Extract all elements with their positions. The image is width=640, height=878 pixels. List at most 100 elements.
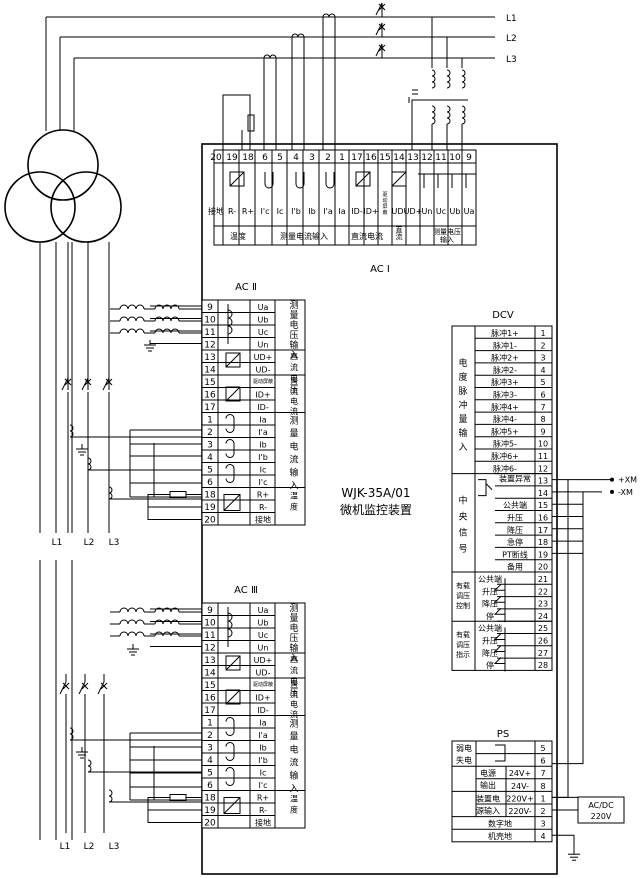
aciii-terminal-label: I'a bbox=[258, 731, 268, 740]
vertical-label-char: 电 bbox=[289, 622, 298, 634]
wire bbox=[225, 717, 235, 736]
ps-title: PS bbox=[497, 729, 509, 740]
acii-terminal-number: 18 bbox=[204, 491, 216, 501]
aciii-terminal-number: 13 bbox=[204, 656, 215, 666]
dcv-terminal-label: 急停 bbox=[507, 537, 523, 547]
wire bbox=[69, 727, 74, 741]
ps-label: 源输入 bbox=[476, 805, 500, 815]
dcv-terminal-label: 脉冲2- bbox=[493, 365, 517, 375]
aciii-terminal-label: R- bbox=[259, 806, 267, 815]
aci-terminal-label: Ic bbox=[277, 207, 284, 216]
dcv-terminal-label: 降压 bbox=[482, 648, 498, 658]
aci-terminal-label: 接地 bbox=[208, 206, 224, 216]
acii-terminal-label: UD- bbox=[256, 366, 271, 375]
aciii-terminal-label: Ib bbox=[259, 744, 266, 753]
vertical-label-char: 压 bbox=[289, 633, 298, 644]
wire bbox=[225, 439, 235, 458]
vertical-label-char: 脉 bbox=[458, 385, 467, 397]
dcv-terminal-label: 备用 bbox=[507, 562, 523, 572]
wire bbox=[263, 54, 277, 59]
dcv-terminal-label: 降压 bbox=[482, 599, 498, 609]
aci-terminal-label: UD+ bbox=[404, 207, 423, 216]
wire bbox=[378, 3, 386, 11]
acii-terminal-label: Ia bbox=[259, 416, 266, 425]
ps-terminal-number: 8 bbox=[540, 782, 545, 791]
dcv-terminal-label: 装置异常 bbox=[499, 474, 531, 484]
acii-line-label: L1 bbox=[52, 538, 63, 548]
wire bbox=[87, 457, 92, 471]
vertical-label-char: 入 bbox=[289, 481, 298, 492]
vertical-label-char: 量 bbox=[458, 414, 467, 425]
wire bbox=[225, 655, 241, 671]
wire bbox=[223, 494, 241, 511]
aci-group-temp: 温度 bbox=[230, 231, 246, 241]
aci-terminal-number: 18 bbox=[242, 153, 254, 163]
acii-terminal-label: UD+ bbox=[254, 353, 273, 362]
ps-terminal-number: 3 bbox=[540, 820, 545, 829]
dcv-terminal-number: 13 bbox=[538, 477, 548, 486]
vertical-label-char: 号 bbox=[458, 544, 467, 555]
aciii-title: AC Ⅲ bbox=[234, 585, 258, 596]
dcv-terminal-label: 脉冲1- bbox=[493, 340, 517, 350]
xm-plus-label: +XM bbox=[618, 476, 637, 485]
acii-terminal-number: 5 bbox=[207, 466, 213, 476]
wire bbox=[264, 172, 274, 189]
aci-terminal-label: Un bbox=[422, 207, 433, 216]
aciii-terminal-number: 15 bbox=[204, 681, 215, 691]
aci-terminal-label: Ub bbox=[450, 207, 461, 216]
ps-label: 弱电 bbox=[456, 743, 472, 753]
wire bbox=[154, 304, 180, 310]
aci-terminal-number: 5 bbox=[277, 153, 283, 163]
wire bbox=[154, 631, 180, 637]
dcv-terminal-number: 9 bbox=[540, 427, 545, 436]
dcv-terminal-label: 脉冲3- bbox=[493, 390, 517, 400]
vertical-label-char: 电 bbox=[289, 319, 298, 331]
dcv-terminal-label: 脉冲4- bbox=[493, 414, 517, 424]
vertical-label-char: 测 bbox=[289, 719, 298, 730]
ps-terminal-sub: 24V+ bbox=[509, 769, 531, 778]
wire bbox=[552, 479, 612, 493]
dcv-terminal-number: 1 bbox=[540, 329, 545, 338]
wire bbox=[119, 328, 145, 334]
aci-terminal-label: ID+ bbox=[363, 207, 378, 216]
wire bbox=[225, 767, 235, 786]
vertical-label-char: 量 bbox=[289, 613, 298, 624]
vertical-label-char: 度 bbox=[290, 805, 298, 815]
vertical-label-char: 中 bbox=[458, 495, 467, 507]
dcv-terminal-number: 27 bbox=[538, 649, 548, 658]
dcv-terminal-number: 24 bbox=[538, 612, 548, 621]
aci-group-voltage-1: 测量电压 bbox=[433, 227, 461, 236]
aci-terminal-label: I'b bbox=[291, 207, 301, 216]
dcv-terminal-label: 脉冲6- bbox=[493, 463, 517, 473]
aci-terminal-number: 17 bbox=[351, 153, 362, 163]
aci-terminal-number: 11 bbox=[435, 153, 446, 163]
wire bbox=[59, 681, 67, 695]
wire bbox=[87, 759, 92, 773]
acii-terminal-label: ID+ bbox=[255, 391, 270, 400]
ps-terminal-number: 1 bbox=[540, 794, 545, 803]
wire bbox=[418, 173, 476, 188]
vertical-label-char: 流 bbox=[290, 386, 298, 396]
xm-plus-node bbox=[610, 477, 614, 482]
wire bbox=[81, 377, 89, 391]
acii-group-temp: 温度 bbox=[290, 492, 298, 512]
vertical-label-char: 测 bbox=[289, 300, 298, 311]
wire bbox=[552, 491, 584, 765]
dcv-group-tap-ctrl: 调压 bbox=[456, 591, 470, 600]
vertical-label-char: 电 bbox=[458, 357, 467, 369]
vertical-label-char: 量 bbox=[289, 732, 298, 743]
dcv-terminal-label: 脉冲1+ bbox=[491, 328, 519, 338]
dcv-terminal-label: 脉冲6+ bbox=[491, 451, 519, 461]
wire bbox=[495, 744, 506, 762]
vertical-label-char: 压 bbox=[290, 688, 298, 697]
device-name: 微机监控装置 bbox=[340, 503, 412, 517]
aciii-terminal-label: Ua bbox=[258, 606, 269, 615]
acii-terminal-number: 1 bbox=[207, 416, 213, 426]
acii-terminal-number: 16 bbox=[204, 391, 216, 401]
wire bbox=[119, 316, 145, 322]
acii-terminal-number: 2 bbox=[207, 428, 213, 438]
